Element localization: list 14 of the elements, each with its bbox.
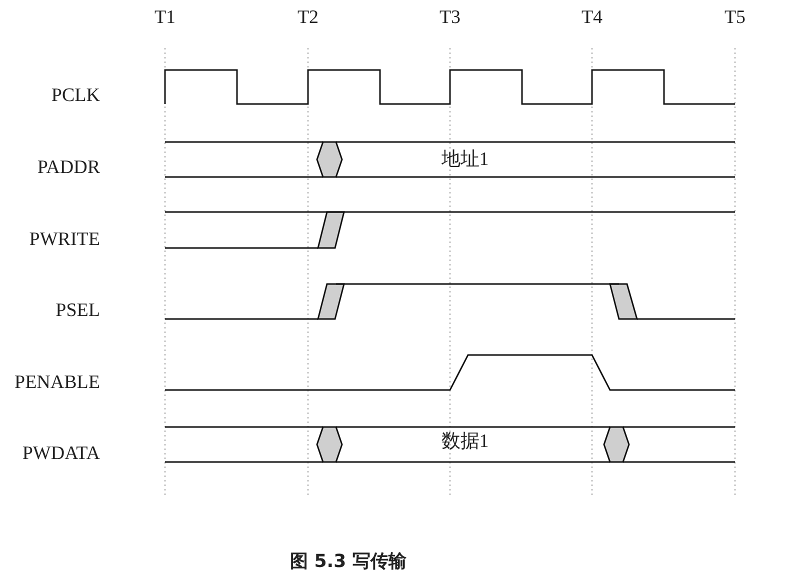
signal-name: PSEL	[56, 301, 100, 320]
time-label: T1	[154, 8, 176, 27]
signal-name: PADDR	[37, 158, 100, 177]
figure-caption: 图 5.3 写传输	[290, 553, 406, 571]
bus-value-label: 数据1	[441, 432, 489, 451]
signal-name: PENABLE	[14, 373, 100, 392]
signal-name: PWRITE	[29, 230, 100, 249]
signal-name: PWDATA	[22, 444, 100, 463]
time-label: T2	[297, 8, 319, 27]
time-label: T4	[581, 8, 603, 27]
time-label: T3	[439, 8, 461, 27]
time-label: T5	[724, 8, 746, 27]
bus-value-label: 地址1	[441, 150, 489, 169]
signal-name: PCLK	[51, 86, 100, 105]
